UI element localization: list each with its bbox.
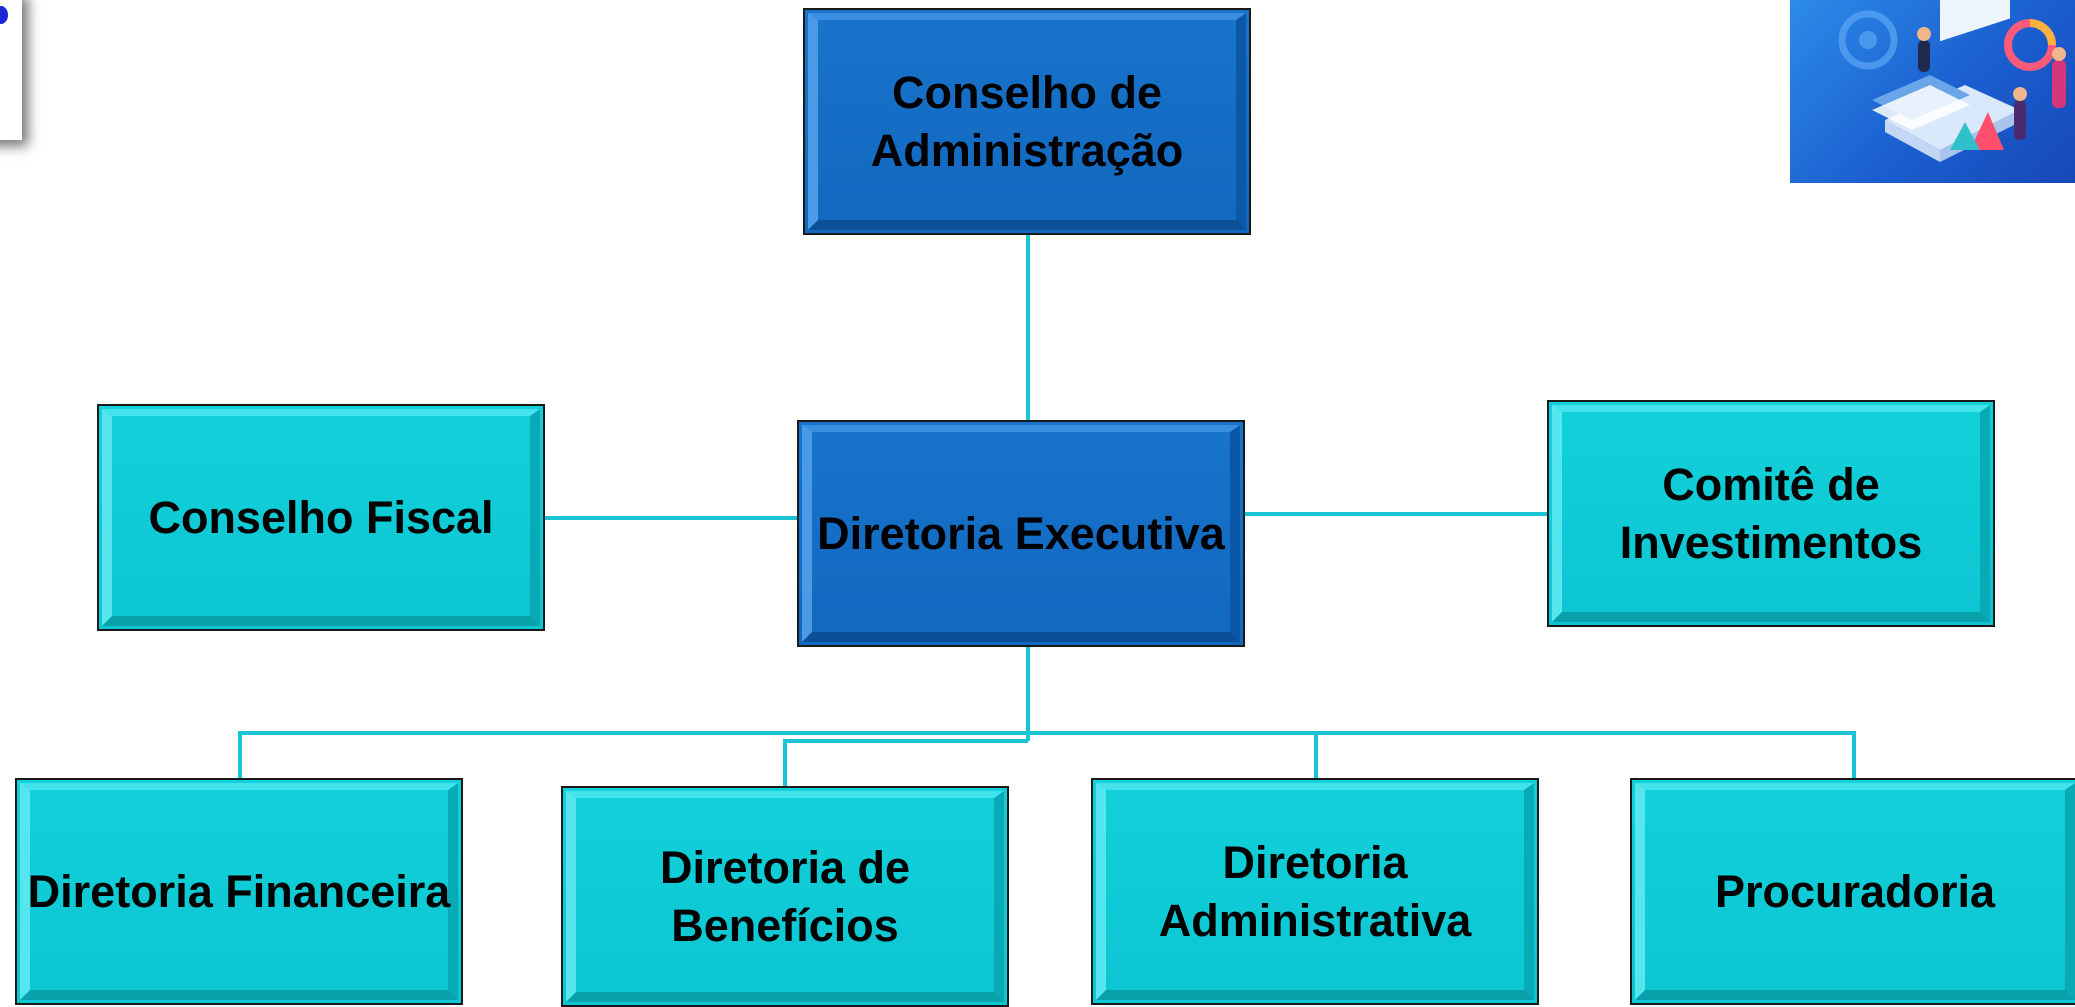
investment-committee-label: Comitê de Investimentos — [1619, 458, 1923, 568]
directorate-label: Diretoria Administrativa — [1158, 836, 1472, 946]
left-edge-thumbnail — [0, 0, 22, 140]
directorate-box: Procuradoria — [1630, 778, 2075, 1005]
connector-branch-administrativa — [1028, 731, 1318, 780]
connector-branch-procuradoria — [1316, 731, 1856, 780]
illustration-art — [1838, 0, 2066, 162]
connector-branch-financeira — [238, 731, 1028, 780]
executive-board-label: Diretoria Executiva — [817, 507, 1225, 559]
directorate-box: Diretoria de Benefícios — [561, 786, 1009, 1007]
board-box: Conselho de Administração — [803, 8, 1251, 235]
left-edge-thumbnail-mark — [0, 6, 8, 24]
directorate-label: Procuradoria — [1714, 865, 1996, 917]
directorate-box: Diretoria Administrativa — [1091, 778, 1539, 1005]
fiscal-council-label: Conselho Fiscal — [148, 491, 494, 543]
board-label: Conselho de Administração — [870, 66, 1184, 176]
connector-branch-beneficios — [783, 739, 1028, 788]
directorate-box: Diretoria Financeira — [15, 778, 463, 1005]
fiscal-council-box: Conselho Fiscal — [97, 404, 545, 631]
directorate-label: Diretoria de Benefícios — [659, 841, 911, 951]
executive-board-box: Diretoria Executiva — [797, 420, 1245, 647]
business-analytics-illustration — [1790, 0, 2075, 183]
directorate-label: Diretoria Financeira — [27, 865, 451, 917]
investment-committee-box: Comitê de Investimentos — [1547, 400, 1995, 627]
